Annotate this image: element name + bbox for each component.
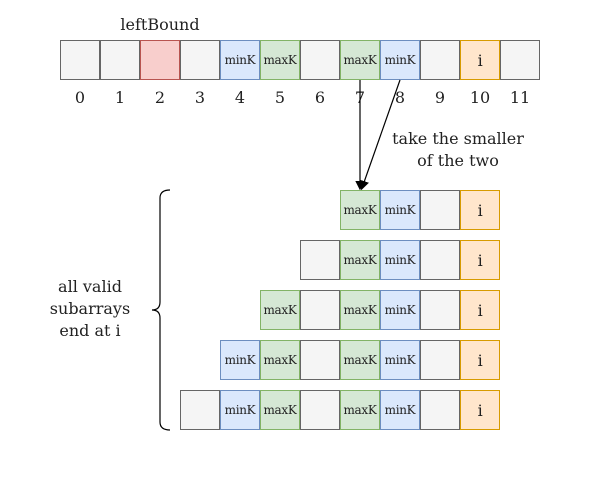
subarray-0-cell-1: minK xyxy=(380,190,420,230)
subarray-0-cell-3: i xyxy=(460,190,500,230)
subarray-4-cell-6 xyxy=(420,390,460,430)
subarray-2-cell-4 xyxy=(420,290,460,330)
index-label-10: 10 xyxy=(469,88,491,107)
index-label-2: 2 xyxy=(154,88,166,107)
array-cell-0 xyxy=(60,40,100,80)
array-cell-4: minK xyxy=(220,40,260,80)
subarray-2-cell-3: minK xyxy=(380,290,420,330)
left-bound-label: leftBound xyxy=(120,15,200,34)
subarray-3-cell-0: minK xyxy=(220,340,260,380)
array-cell-3 xyxy=(180,40,220,80)
subarray-4-cell-3 xyxy=(300,390,340,430)
subarray-3-cell-3: maxK xyxy=(340,340,380,380)
subarray-4-cell-2: maxK xyxy=(260,390,300,430)
subarray-4-cell-1: minK xyxy=(220,390,260,430)
subarray-3-cell-1: maxK xyxy=(260,340,300,380)
subarray-3-cell-6: i xyxy=(460,340,500,380)
array-cell-1 xyxy=(100,40,140,80)
subarray-1-cell-2: minK xyxy=(380,240,420,280)
index-label-9: 9 xyxy=(434,88,446,107)
note-line-1: take the smaller xyxy=(392,129,524,148)
subarray-2-cell-2: maxK xyxy=(340,290,380,330)
array-cell-9 xyxy=(420,40,460,80)
array-cell-10: i xyxy=(460,40,500,80)
index-label-1: 1 xyxy=(114,88,126,107)
array-cell-5: maxK xyxy=(260,40,300,80)
subarray-2-cell-0: maxK xyxy=(260,290,300,330)
note-line-2: of the two xyxy=(417,151,499,170)
subarray-0-cell-2 xyxy=(420,190,460,230)
arrow-from-mink xyxy=(359,79,401,191)
subarray-2-cell-1 xyxy=(300,290,340,330)
note-text: take the smaller of the two xyxy=(378,128,538,172)
index-label-0: 0 xyxy=(74,88,86,107)
array-cell-6 xyxy=(300,40,340,80)
array-cell-2 xyxy=(140,40,180,80)
index-label-6: 6 xyxy=(314,88,326,107)
array-cell-11 xyxy=(500,40,540,80)
brace-line-2: subarrays xyxy=(49,299,131,318)
subarray-1-cell-4: i xyxy=(460,240,500,280)
subarray-2-cell-5: i xyxy=(460,290,500,330)
curly-brace xyxy=(151,189,171,431)
subarray-1-cell-1: maxK xyxy=(340,240,380,280)
index-label-8: 8 xyxy=(394,88,406,107)
subarray-4-cell-4: maxK xyxy=(340,390,380,430)
subarray-4-cell-5: minK xyxy=(380,390,420,430)
brace-label: all valid subarrays end at i xyxy=(35,276,145,342)
subarray-4-cell-7: i xyxy=(460,390,500,430)
array-cell-8: minK xyxy=(380,40,420,80)
subarray-0-cell-0: maxK xyxy=(340,190,380,230)
subarray-3-cell-2 xyxy=(300,340,340,380)
subarray-1-cell-0 xyxy=(300,240,340,280)
subarray-3-cell-4: minK xyxy=(380,340,420,380)
subarray-4-cell-0 xyxy=(180,390,220,430)
array-cell-7: maxK xyxy=(340,40,380,80)
brace-line-1: all valid xyxy=(58,277,122,296)
subarray-1-cell-3 xyxy=(420,240,460,280)
index-label-5: 5 xyxy=(274,88,286,107)
index-label-11: 11 xyxy=(509,88,531,107)
subarray-3-cell-5 xyxy=(420,340,460,380)
brace-line-3: end at i xyxy=(59,321,121,340)
index-label-3: 3 xyxy=(194,88,206,107)
index-label-4: 4 xyxy=(234,88,246,107)
